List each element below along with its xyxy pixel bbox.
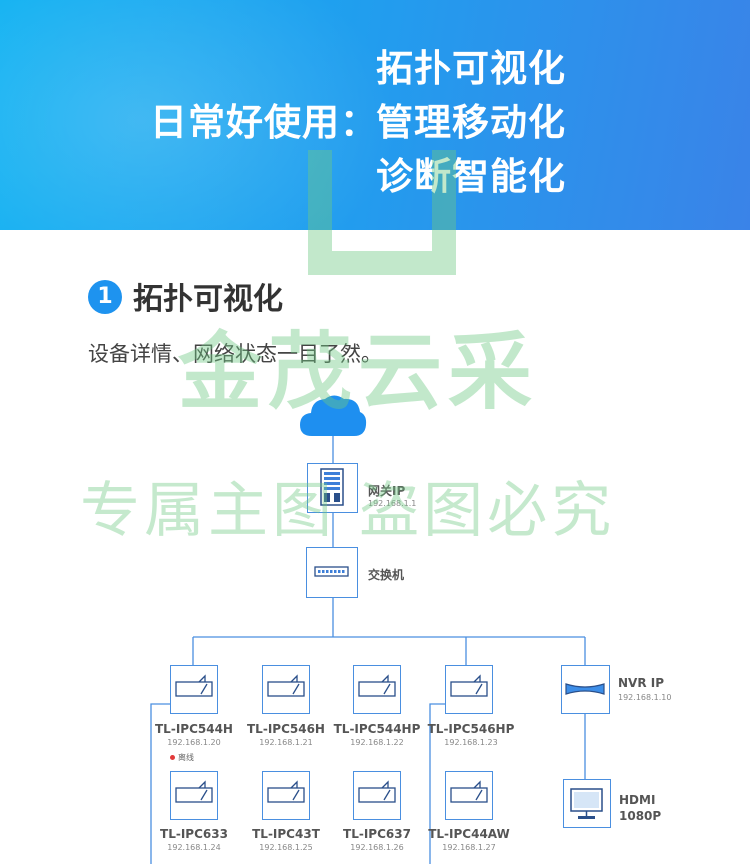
camera-node-7[interactable] <box>353 771 401 820</box>
camera-ip-2: 192.168.1.21 <box>259 738 313 747</box>
camera-node-6[interactable] <box>262 771 310 820</box>
switch-label: 交换机 <box>368 568 405 582</box>
hero-banner: 日常好使用： 拓扑可视化 管理移动化 诊断智能化 <box>0 0 750 230</box>
camera-ip-3: 192.168.1.22 <box>350 738 404 747</box>
monitor-icon <box>570 788 603 819</box>
gateway-label: 网关IP <box>368 484 406 498</box>
nvr-ip: 192.168.1.10 <box>618 693 672 702</box>
camera-node-1[interactable] <box>170 665 218 714</box>
switch-node[interactable] <box>306 547 358 598</box>
offline-label: 离线 <box>178 753 194 762</box>
section-title: 拓扑可视化 <box>133 282 283 317</box>
camera-name-4: TL-IPC546HP <box>427 722 515 736</box>
camera-node-8[interactable] <box>445 771 493 820</box>
camera-icon <box>450 674 488 697</box>
camera-node-4[interactable] <box>445 665 493 714</box>
camera-name-8: TL-IPC44AW <box>428 827 510 841</box>
display-label-hdmi: HDMI <box>619 793 656 807</box>
camera-node-3[interactable] <box>353 665 401 714</box>
banner-line-mobile: 管理移动化 <box>376 101 566 144</box>
display-label-resolution: 1080P <box>619 809 662 823</box>
nvr-icon <box>565 683 605 695</box>
camera-ip-8: 192.168.1.27 <box>442 843 496 852</box>
section-number-badge: 1 <box>88 280 122 314</box>
offline-status: 离线 <box>170 752 194 763</box>
camera-node-2[interactable] <box>262 665 310 714</box>
camera-ip-7: 192.168.1.26 <box>350 843 404 852</box>
camera-name-1: TL-IPC544H <box>155 722 233 736</box>
camera-node-5[interactable] <box>170 771 218 820</box>
section-description: 设备详情、网络状态一目了然。 <box>88 342 382 366</box>
nvr-label: NVR IP <box>618 676 665 690</box>
camera-icon <box>175 780 213 803</box>
camera-icon <box>267 674 305 697</box>
banner-gloss <box>0 0 400 230</box>
banner-line-topology: 拓扑可视化 <box>376 47 566 90</box>
offline-dot-icon <box>170 755 175 760</box>
camera-name-5: TL-IPC633 <box>160 827 228 841</box>
banner-lead: 日常好使用： <box>150 101 378 144</box>
camera-ip-6: 192.168.1.25 <box>259 843 313 852</box>
camera-name-6: TL-IPC43T <box>252 827 320 841</box>
router-icon <box>320 468 344 506</box>
camera-name-7: TL-IPC637 <box>343 827 411 841</box>
monitor-node[interactable] <box>563 779 611 828</box>
camera-icon <box>358 780 396 803</box>
camera-icon <box>175 674 213 697</box>
camera-name-2: TL-IPC546H <box>247 722 325 736</box>
switch-icon <box>314 566 349 577</box>
gateway-ip: 192.168.1.1 <box>368 499 417 508</box>
camera-icon <box>358 674 396 697</box>
camera-icon <box>267 780 305 803</box>
camera-ip-4: 192.168.1.23 <box>444 738 498 747</box>
camera-ip-1: 192.168.1.20 <box>167 738 221 747</box>
gateway-node[interactable] <box>307 463 358 513</box>
cloud-icon <box>300 395 367 436</box>
camera-name-3: TL-IPC544HP <box>333 722 421 736</box>
camera-ip-5: 192.168.1.24 <box>167 843 221 852</box>
nvr-node[interactable] <box>561 665 610 714</box>
camera-icon <box>450 780 488 803</box>
banner-line-diagnosis: 诊断智能化 <box>376 155 566 198</box>
